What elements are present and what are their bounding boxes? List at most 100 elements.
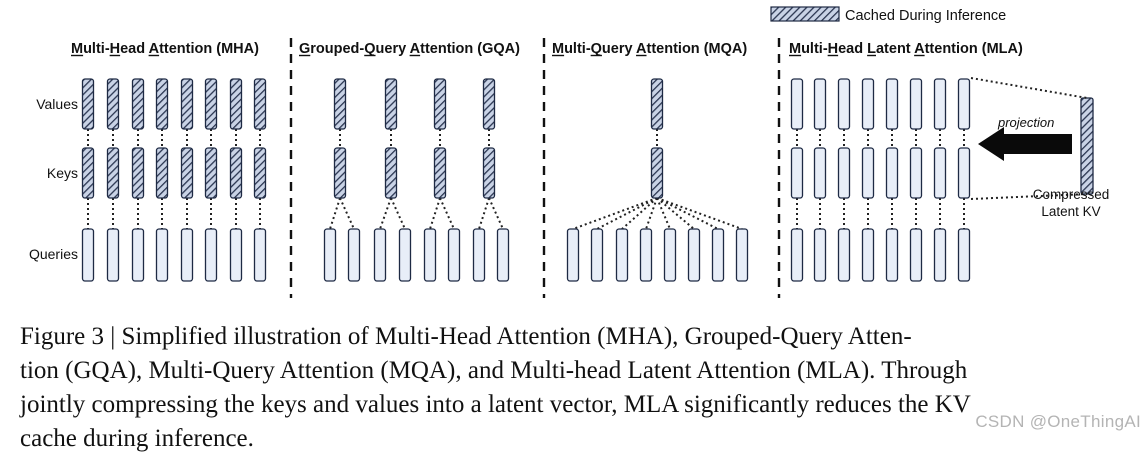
mha-key-head — [229, 147, 243, 199]
mla-value-head — [837, 78, 851, 130]
mha-value-head — [204, 78, 218, 130]
caption-line: jointly compressing the keys and values … — [20, 391, 971, 418]
gqa-value-head — [333, 78, 347, 130]
mqa-query-head — [615, 228, 629, 282]
mqa-query-head — [590, 228, 604, 282]
mqa-key-head — [650, 147, 664, 199]
mla-value-head — [957, 78, 971, 130]
mha-key-head — [180, 147, 194, 199]
mqa-query-head — [566, 228, 580, 282]
compressed-latent-kv-block — [1080, 97, 1094, 195]
mha-key-head — [253, 147, 267, 199]
gqa-value-head — [384, 78, 398, 130]
gqa-key-head — [482, 147, 496, 199]
panel-title-gqa: Grouped-Query Attention (GQA) — [299, 41, 520, 57]
mla-query-head — [957, 228, 971, 282]
mla-query-head — [909, 228, 923, 282]
mla-key-head — [957, 147, 971, 199]
latent-label-line2: Latent KV — [1041, 204, 1100, 219]
figure-caption: Figure 3 | Simplified illustration of Mu… — [20, 320, 1120, 456]
dotted-connector — [379, 197, 392, 230]
caption-line: tion (GQA), Multi-Query Attention (MQA),… — [20, 357, 968, 384]
gqa-query-head — [398, 228, 412, 282]
attention-diagram: Cached During Inference Multi-Head Atten… — [29, 6, 1110, 298]
gqa-key-head — [333, 147, 347, 199]
row-label-values: Values — [36, 96, 78, 112]
dotted-connector — [439, 197, 455, 230]
mha-query-head — [106, 228, 120, 282]
mla-key-head — [813, 147, 827, 199]
dotted-connector — [488, 197, 504, 230]
mla-query-head — [861, 228, 875, 282]
dotted-connector — [656, 197, 719, 230]
gqa-query-head — [496, 228, 510, 282]
mha-value-head — [81, 78, 95, 130]
gqa-query-head — [447, 228, 461, 282]
gqa-query-head — [373, 228, 387, 282]
mla-key-head — [909, 147, 923, 199]
caption-line: Figure 3 | Simplified illustration of Mu… — [20, 323, 912, 350]
mqa-query-head — [639, 228, 653, 282]
dotted-connector — [572, 197, 658, 230]
gqa-query-head — [347, 228, 361, 282]
panel-title-mha: Multi-Head Attention (MHA) — [71, 41, 259, 57]
dotted-connector — [656, 197, 743, 230]
mha-value-head — [253, 78, 267, 130]
dotted-connector — [656, 197, 671, 230]
gqa-key-head — [433, 147, 447, 199]
mha-key-head — [204, 147, 218, 199]
mqa-query-head — [663, 228, 677, 282]
caption-line: cache during inference. — [20, 425, 254, 452]
projection-arrow: projection — [978, 115, 1072, 161]
latent-dotted-connector-bottom — [970, 193, 1088, 200]
mla-value-head — [885, 78, 899, 130]
mla-key-head — [861, 147, 875, 199]
dotted-connector — [656, 197, 695, 230]
mha-value-head — [180, 78, 194, 130]
mha-key-head — [106, 147, 120, 199]
mha-query-head — [253, 228, 267, 282]
mla-value-head — [790, 78, 804, 130]
latent-label-line1: Compressed — [1033, 187, 1110, 202]
latent-dotted-connector-top — [970, 77, 1088, 99]
legend-hatched-swatch — [770, 6, 840, 22]
mha-query-head — [204, 228, 218, 282]
mha-key-head — [155, 147, 169, 199]
legend: Cached During Inference — [770, 6, 1006, 24]
mha-query-head — [131, 228, 145, 282]
mha-key-head — [131, 147, 145, 199]
legend-label: Cached During Inference — [845, 8, 1006, 24]
dotted-connector — [596, 197, 658, 230]
mha-value-head — [131, 78, 145, 130]
projection-arrow-shape — [978, 127, 1072, 161]
panel-title-mqa: Multi-Query Attention (MQA) — [552, 41, 747, 57]
dotted-connector — [329, 197, 341, 230]
mla-value-head — [909, 78, 923, 130]
mla-query-head — [885, 228, 899, 282]
watermark: CSDN @OneThingAI — [975, 412, 1141, 431]
mqa-query-head — [735, 228, 749, 282]
mla-key-head — [790, 147, 804, 199]
projection-label: projection — [997, 115, 1054, 130]
mla-query-head — [813, 228, 827, 282]
mqa-value-head — [650, 78, 664, 130]
panel-title-mla: Multi-Head Latent Attention (MLA) — [789, 41, 1023, 57]
mha-value-head — [155, 78, 169, 130]
mha-query-head — [81, 228, 95, 282]
gqa-query-head — [323, 228, 337, 282]
mla-value-head — [861, 78, 875, 130]
mla-query-head — [790, 228, 804, 282]
mha-value-head — [229, 78, 243, 130]
dotted-connector — [339, 197, 355, 230]
mla-key-head — [933, 147, 947, 199]
dotted-connector — [429, 197, 441, 230]
mla-key-head — [885, 147, 899, 199]
gqa-query-head — [472, 228, 486, 282]
gqa-value-head — [482, 78, 496, 130]
attention-heads — [81, 78, 971, 282]
mha-query-head — [155, 228, 169, 282]
mha-value-head — [106, 78, 120, 130]
mla-key-head — [837, 147, 851, 199]
dotted-connector — [478, 197, 490, 230]
mla-value-head — [933, 78, 947, 130]
